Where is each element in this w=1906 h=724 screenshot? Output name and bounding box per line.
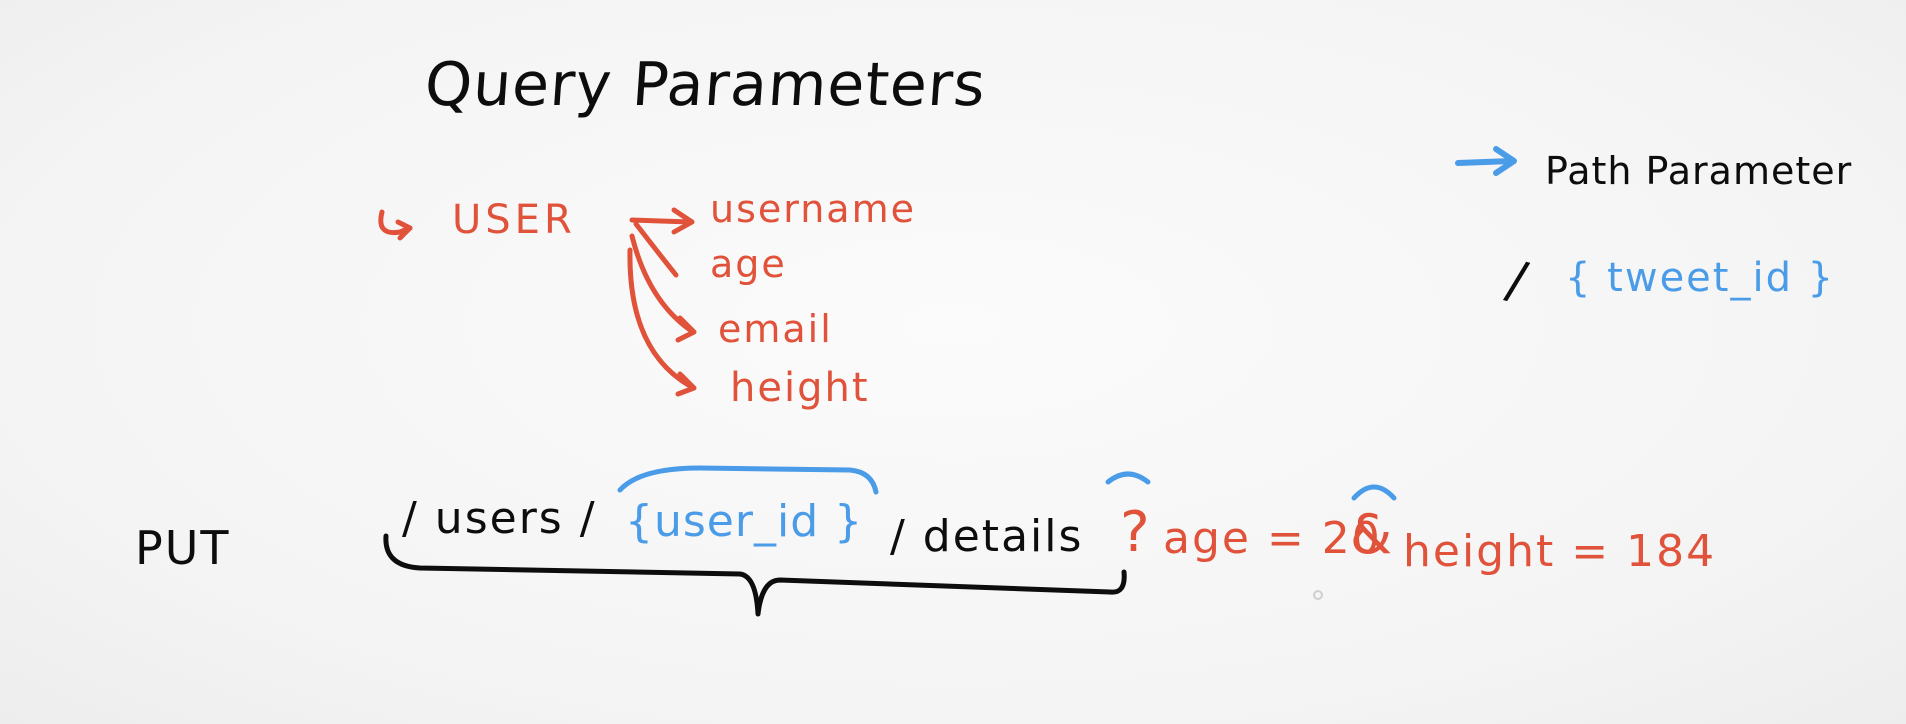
path-segment-details: / details	[890, 511, 1084, 562]
user-child-username: username	[710, 187, 916, 231]
user-child-age: age	[710, 242, 787, 286]
arrow-head-height	[675, 371, 697, 397]
query-param-age: age = 20	[1163, 513, 1382, 564]
path-param-user-id: {user_id }	[625, 496, 864, 547]
stray-dot	[1313, 590, 1323, 600]
user-child-email: email	[718, 307, 833, 351]
arrow-head-email	[675, 315, 697, 343]
query-arc	[1105, 471, 1151, 485]
tweet-id-param: { tweet_id }	[1565, 255, 1836, 301]
user-hook-arrow	[378, 209, 413, 236]
query-separator: ?	[1120, 500, 1150, 565]
arrow-to-age	[633, 221, 679, 278]
page-title: Query Parameters	[422, 50, 989, 120]
arrow-to-email	[629, 233, 693, 333]
http-method: PUT	[135, 521, 231, 575]
user-id-arc	[617, 465, 879, 495]
path-segment-users: / users /	[402, 493, 597, 544]
user-child-height: height	[730, 365, 870, 411]
query-param-height: height = 184	[1403, 526, 1717, 577]
query-ampersand: &	[1350, 503, 1393, 566]
path-param-arrow	[1455, 158, 1515, 166]
arrow-to-username	[629, 217, 693, 225]
tweet-path-slash: /	[1501, 249, 1533, 313]
user-label: USER	[452, 197, 576, 243]
path-param-arrow-head	[1493, 146, 1517, 176]
path-parameter-label: Path Parameter	[1545, 149, 1853, 193]
user-hook-head	[395, 219, 413, 241]
arrow-to-height	[627, 247, 693, 389]
arrow-head-username	[671, 207, 695, 235]
amp-arc	[1351, 484, 1397, 501]
